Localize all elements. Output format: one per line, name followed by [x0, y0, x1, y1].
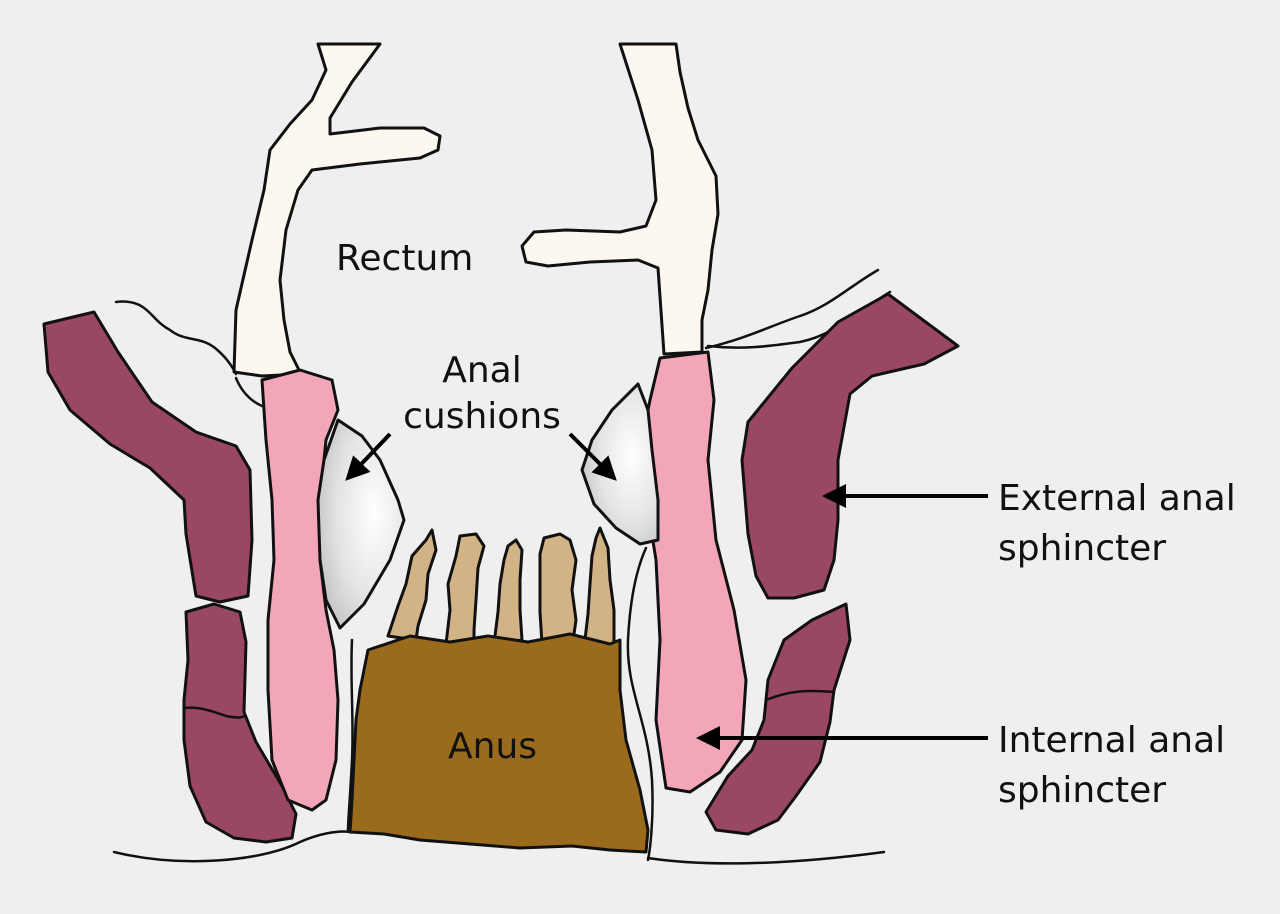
anal-cushions-label-line-2: cushions: [403, 396, 561, 437]
anus-shape: [348, 632, 650, 854]
rectum-label: Rectum: [336, 238, 473, 279]
external-sphincter-left-lower-seam: [182, 706, 246, 719]
internal-sphincter-label-line-1: Internal anal: [998, 720, 1225, 761]
mucosa-line-left-lower: [234, 376, 264, 408]
inner-wall-line-left: [346, 638, 354, 832]
rectum-wall-right: [520, 42, 720, 356]
mucosa-line-right: [704, 268, 880, 350]
anal-column-2: [444, 532, 486, 648]
anus-label: Anus: [448, 726, 537, 767]
anal-column-3: [492, 538, 524, 646]
anal-column-5: [582, 526, 616, 650]
internal-sphincter-left: [260, 368, 340, 812]
anal-cushion-left-arrow: [345, 432, 392, 481]
external-sphincter-right-upper: [740, 292, 960, 600]
anal-column-1: [386, 528, 438, 642]
skin-line-right: [646, 850, 886, 865]
anal-cushion-left: [316, 418, 406, 630]
external-sphincter-label-line-2: sphincter: [998, 528, 1166, 569]
anal-cushion-right: [580, 382, 660, 546]
rectum-wall-left: [232, 42, 442, 378]
anal-cushion-right-arrow: [568, 432, 617, 481]
internal-sphincter-label-line-2: sphincter: [998, 770, 1166, 811]
external-sphincter-left-upper: [42, 310, 254, 604]
external-sphincter-left-lower: [182, 602, 298, 844]
anal-column-4: [538, 532, 578, 650]
external-sphincter-label-line-1: External anal: [998, 478, 1236, 519]
mucosa-line-left: [114, 300, 238, 376]
anal-cushions-label-line-1: Anal: [442, 350, 522, 391]
skin-line-left: [112, 830, 352, 863]
inner-wall-line-right: [626, 546, 654, 862]
external-sphincter-right-lower-seam: [764, 689, 836, 702]
external-sphincter-right-lower: [704, 602, 852, 836]
